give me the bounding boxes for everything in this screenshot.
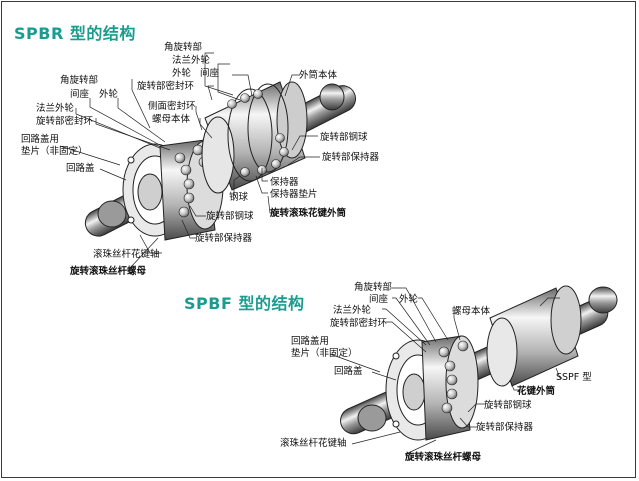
- spbr-label-retainer: 保持器: [270, 177, 299, 188]
- spbf-leaders: [329, 287, 562, 456]
- spbr-label-rot-retainer-r: 旋转部保持器: [322, 152, 380, 163]
- spbr-label-spline-outer: 旋转滚珠花键外筒: [270, 208, 347, 219]
- spbr-label-top-seal: 旋转部密封环: [137, 81, 195, 92]
- spbr-label-left-outer-ring: 外轮: [99, 89, 119, 100]
- spbr-label-nut-body: 螺母本体: [152, 114, 191, 125]
- spbr-label-screw-nut: 旋转滚珠丝杆螺母: [70, 266, 147, 277]
- spbf-label-angular-brg: 角旋转部: [354, 282, 393, 293]
- spbr-leaders: [59, 52, 320, 270]
- spbr-label-rot-steel-ball-r: 旋转部钢球: [320, 132, 368, 143]
- spbr-steel-balls-right: [227, 89, 289, 177]
- spbr-label-left-seal: 旋转部密封环: [36, 116, 94, 127]
- spbf-label-screw-nut: 旋转滚珠丝杆螺母: [405, 452, 482, 463]
- spbf-spline-outer: [486, 285, 582, 387]
- spbr-label-rot-steel-ball: 旋转部钢球: [206, 211, 254, 222]
- spbf-label-sspf-type: SSPF 型: [556, 372, 592, 383]
- spbr-label-top-flange-outer: 法兰外轮: [172, 55, 211, 66]
- spbr-label-left-flange-outer: 法兰外轮: [36, 103, 75, 114]
- spbf-label-screw-shaft: 滚珠丝杆花键轴: [280, 438, 347, 449]
- spbf-label-return-cap: 回路盖: [334, 366, 363, 377]
- spbr-label-top-spacer: 间座: [200, 68, 220, 79]
- spbr-label-steel-ball: 钢球: [229, 192, 249, 203]
- spbr-title: SPBR 型的结构: [14, 24, 136, 43]
- spbf-label-seal: 旋转部密封环: [330, 318, 388, 329]
- spbf-label-outer-ring: 外轮: [399, 294, 419, 305]
- spbr-steel-balls-left: [174, 144, 210, 218]
- spbf-title: SPBF 型的结构: [184, 294, 305, 313]
- spbr-label-screw-shaft: 滚珠丝杆花键轴: [93, 249, 160, 260]
- spbr-label-top-outer-ring: 外轮: [172, 68, 192, 79]
- spbr-label-top-angular-brg: 角旋转部: [164, 42, 203, 53]
- spbf-label-spline-outer: 花键外筒: [517, 386, 556, 397]
- spbf-label-rot-retainer: 旋转部保持器: [476, 422, 534, 433]
- spbf-label-return-cap-shim-1: 回路盖用: [291, 336, 330, 347]
- spbf-label-return-cap-shim-2: 垫片（非固定）: [291, 348, 358, 359]
- spbr-label-return-cap-shim-1: 回路盖用: [21, 134, 60, 145]
- spbf-steel-balls: [438, 340, 469, 414]
- spbf-label-spacer: 间座: [369, 294, 389, 305]
- spbr-label-retainer-shim: 保持器垫片: [270, 189, 318, 200]
- spbf-assembly: [340, 285, 618, 441]
- spbr-assembly: [84, 81, 357, 241]
- spbf-label-nut-body: 螺母本体: [452, 306, 491, 317]
- spbf-label-rot-steel-ball: 旋转部钢球: [484, 400, 532, 411]
- spbr-label-left-angular-brg: 角旋转部: [60, 75, 99, 86]
- spbr-label-side-seal: 侧面密封环: [148, 101, 196, 112]
- spbr-label-outer-cyl-body: 外筒本体: [299, 70, 338, 81]
- spbr-label-return-cap-shim-2: 垫片（非固定）: [21, 146, 88, 157]
- spbr-label-rot-retainer: 旋转部保持器: [195, 233, 253, 244]
- spbr-label-return-cap: 回路盖: [66, 163, 95, 174]
- spbr-label-left-spacer: 间座: [70, 89, 90, 100]
- spbf-label-flange-outer: 法兰外轮: [333, 305, 372, 316]
